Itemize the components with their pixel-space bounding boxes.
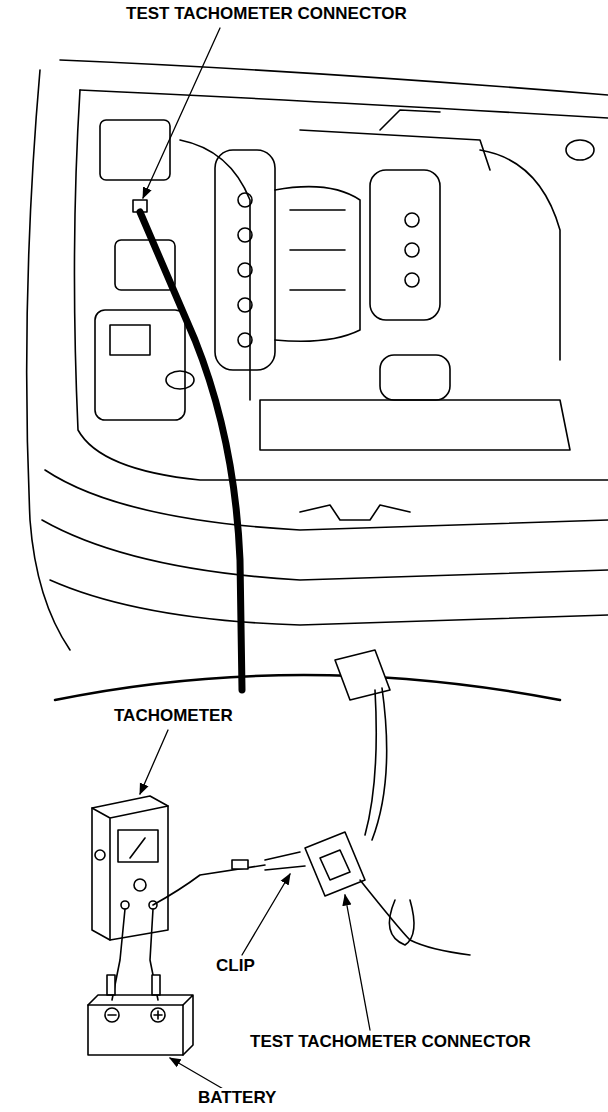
relay-box <box>100 120 170 180</box>
air-cleaner <box>95 310 185 420</box>
runner <box>275 187 360 342</box>
runner-port <box>238 298 252 312</box>
runner-port <box>238 333 252 347</box>
bumper-line <box>50 580 608 625</box>
runner-port <box>238 228 252 242</box>
runner <box>290 210 345 290</box>
battery-top <box>88 995 193 1055</box>
runner-port <box>238 263 252 277</box>
leader-line <box>140 730 168 794</box>
test-connector-detail <box>305 832 365 896</box>
cap <box>566 140 594 160</box>
engine-bay-rim <box>80 90 608 118</box>
hose <box>480 150 560 360</box>
runner-port <box>405 213 419 227</box>
runner-port <box>238 193 252 207</box>
lead-plug <box>152 975 160 995</box>
intake-plenum-right <box>370 170 440 320</box>
leader-line <box>345 895 370 1030</box>
intake-plenum <box>215 150 275 370</box>
part-label: TEST TACHOMETER CONNECTOR <box>124 4 409 24</box>
harness-loop <box>389 900 414 945</box>
fender-outline <box>27 70 70 650</box>
harness <box>360 880 470 955</box>
leader-line <box>143 28 220 198</box>
part-label: TEST TACHOMETER CONNECTOR <box>248 1032 533 1052</box>
test-connector-detail <box>320 850 350 880</box>
tachometer-dial <box>118 830 158 862</box>
tachometer-knob <box>134 879 146 891</box>
engine-block <box>260 400 570 450</box>
inner-fender <box>74 90 608 480</box>
tachometer-needle <box>130 838 145 858</box>
clip-sleeve <box>232 860 248 869</box>
negative-terminal <box>105 1008 119 1022</box>
battery <box>88 1005 183 1055</box>
leader-line <box>170 1058 225 1090</box>
positive-sign <box>154 1011 162 1019</box>
negative-sign <box>108 1014 116 1016</box>
bumper-line <box>42 520 608 580</box>
bumper-line <box>45 470 608 530</box>
part-label: TACHOMETER <box>112 706 235 726</box>
tachometer-side <box>92 806 168 940</box>
grille-notch <box>300 505 410 520</box>
upstream-connector <box>335 650 390 700</box>
tachometer-button <box>95 850 105 860</box>
part-label: CLIP <box>214 956 257 976</box>
leader-line <box>242 874 290 955</box>
lead-plug <box>107 975 115 995</box>
runner-port <box>405 273 419 287</box>
alligator-clip <box>265 852 305 870</box>
part-label: BATTERY <box>196 1088 278 1108</box>
distributor <box>380 355 450 400</box>
tachometer-cable <box>140 212 242 690</box>
hood-edge <box>60 60 608 95</box>
tachometer-jack <box>121 901 129 909</box>
connector-wire <box>365 688 387 840</box>
engine-cover <box>300 110 490 170</box>
air-cleaner-lid <box>110 325 150 355</box>
detail-divider <box>55 675 560 700</box>
tachometer-body <box>92 796 168 940</box>
positive-terminal <box>151 1008 165 1022</box>
runner-port <box>405 243 419 257</box>
reservoir-cap <box>166 371 194 389</box>
signal-lead <box>153 865 265 905</box>
